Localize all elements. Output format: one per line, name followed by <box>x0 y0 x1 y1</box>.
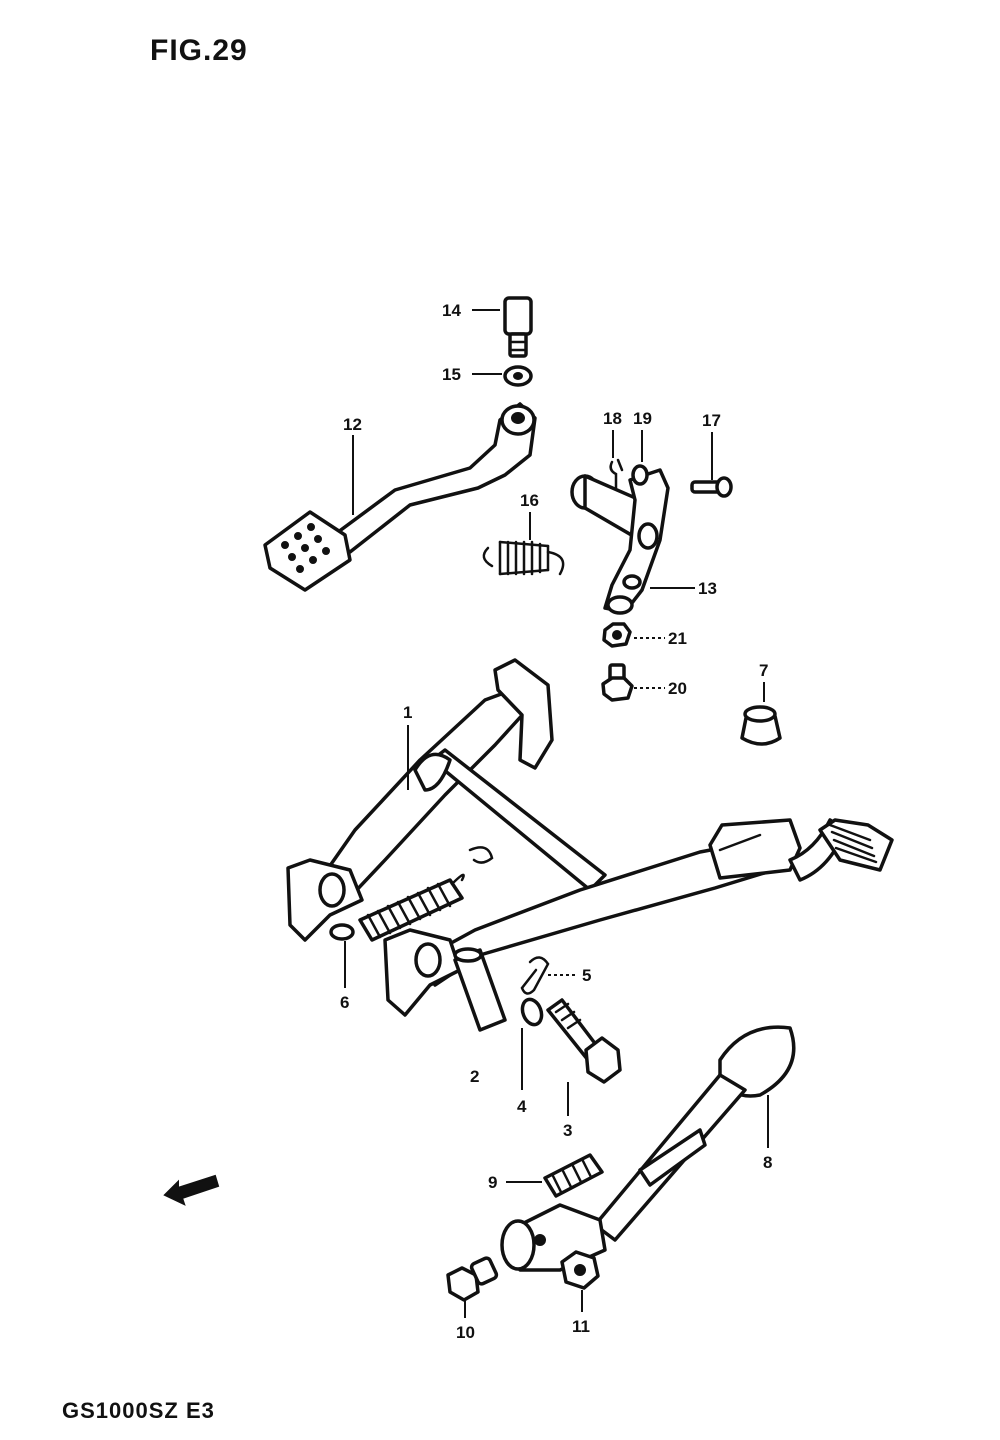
stand-spring <box>358 873 465 942</box>
part-16-spring <box>482 540 565 576</box>
part-4-washer <box>520 997 544 1027</box>
part-6-ring <box>329 923 355 941</box>
part-14-bolt <box>503 296 533 358</box>
callout-17: 17 <box>702 411 721 430</box>
part-11-nut <box>560 1250 600 1290</box>
callout-21: 21 <box>668 629 687 648</box>
part-12-brake-pedal <box>263 402 537 592</box>
callout-16: 16 <box>520 491 539 510</box>
part-1-center-stand <box>286 658 894 1017</box>
part-21-nut <box>602 622 632 648</box>
callout-12: 12 <box>343 415 362 434</box>
leader-lines <box>344 309 769 1318</box>
callout-5: 5 <box>582 966 591 985</box>
callout-2: 2 <box>470 1067 479 1086</box>
part-19-washer <box>631 464 649 486</box>
part-3-bolt <box>546 998 622 1084</box>
callout-4: 4 <box>517 1097 527 1116</box>
model-code: GS1000SZ E3 <box>62 1398 215 1423</box>
callout-7: 7 <box>759 661 768 680</box>
callout-10: 10 <box>456 1323 475 1342</box>
part-13-brake-arm <box>570 468 670 615</box>
figure-title: FIG.29 <box>150 34 248 67</box>
part-9-spring <box>543 1153 604 1198</box>
part-17-pin <box>690 476 733 498</box>
callout-3: 3 <box>563 1121 572 1140</box>
part-7-stopper <box>740 705 782 746</box>
callout-14: 14 <box>442 301 461 320</box>
callout-13: 13 <box>698 579 717 598</box>
callout-1: 1 <box>403 703 412 722</box>
part-10-bolt <box>446 1256 499 1302</box>
callout-11: 11 <box>572 1317 590 1336</box>
part-20-bolt <box>601 663 634 702</box>
front-direction-arrow-icon <box>163 1174 220 1206</box>
part-5-clip <box>520 956 550 995</box>
callout-18: 18 <box>603 409 622 428</box>
part-15-washer <box>503 365 533 387</box>
callout-8: 8 <box>763 1153 772 1172</box>
part-18-cotter-pin <box>609 458 624 490</box>
callout-20: 20 <box>668 679 687 698</box>
callout-19: 19 <box>633 409 652 428</box>
callout-6: 6 <box>340 993 349 1012</box>
part-8-side-stand <box>500 1025 796 1272</box>
callout-labels: 14 15 12 16 18 19 17 13 21 20 7 1 6 5 2 … <box>340 301 772 1342</box>
part-2-collar <box>453 947 507 1032</box>
callout-15: 15 <box>442 365 461 384</box>
callout-9: 9 <box>488 1173 497 1192</box>
